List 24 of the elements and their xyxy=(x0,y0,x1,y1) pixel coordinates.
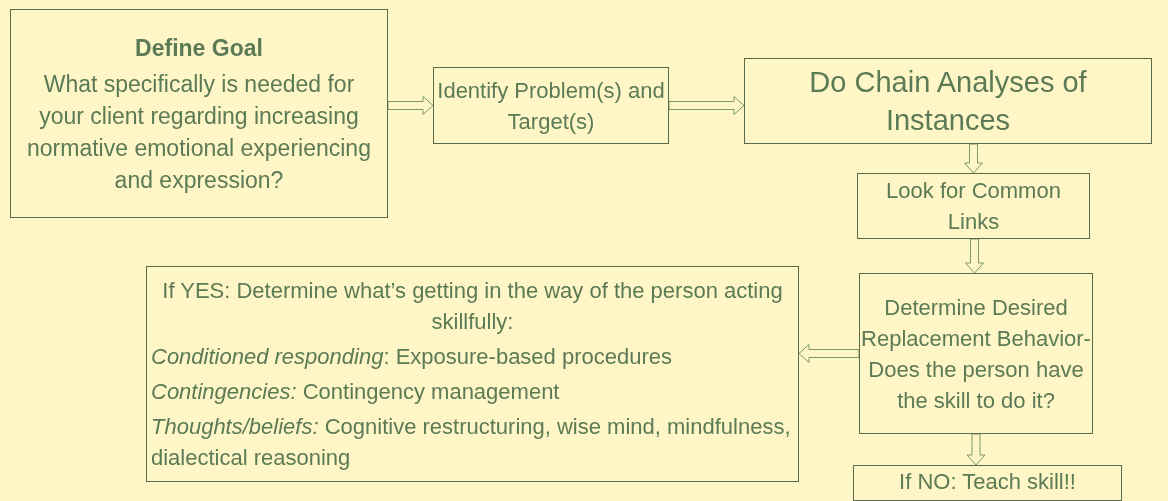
box-text: Identify Problem(s) and Target(s) xyxy=(436,76,666,136)
box-text: Thoughts/beliefs: Cognitive restructuring, wise mind, mindfulness, dialectical reasoning xyxy=(151,413,792,472)
box-text: Look for Common Links xyxy=(885,177,1062,236)
process-box xyxy=(10,9,388,218)
box-text: What specifically is needed for your client regarding increasing normative emotional experiencing and expression? xyxy=(26,69,372,195)
block-arrow xyxy=(798,344,860,363)
process-box xyxy=(744,58,1152,144)
box-text: Determine Desired Replacement Behavior- Does the person have the skill to do it? xyxy=(860,293,1092,415)
block-arrow xyxy=(965,238,984,274)
process-box xyxy=(859,273,1093,434)
process-box xyxy=(853,465,1122,501)
block-arrow xyxy=(964,143,983,174)
process-box xyxy=(857,173,1090,239)
box-text: Conditioned responding: Exposure-based procedures xyxy=(151,343,674,371)
block-arrow xyxy=(966,433,986,466)
block-arrow xyxy=(387,96,434,115)
box-heading: If YES: Determine what’s getting in the way of the person acting skillfully: xyxy=(161,277,784,336)
box-text: Contingencies: Contingency management xyxy=(151,378,561,406)
process-box xyxy=(146,266,799,482)
box-heading: Define Goal xyxy=(134,33,264,63)
box-text: Do Chain Analyses of Instances xyxy=(808,65,1088,138)
box-text: If NO: Teach skill!! xyxy=(898,468,1077,496)
process-box xyxy=(433,67,669,144)
block-arrow xyxy=(668,96,745,115)
